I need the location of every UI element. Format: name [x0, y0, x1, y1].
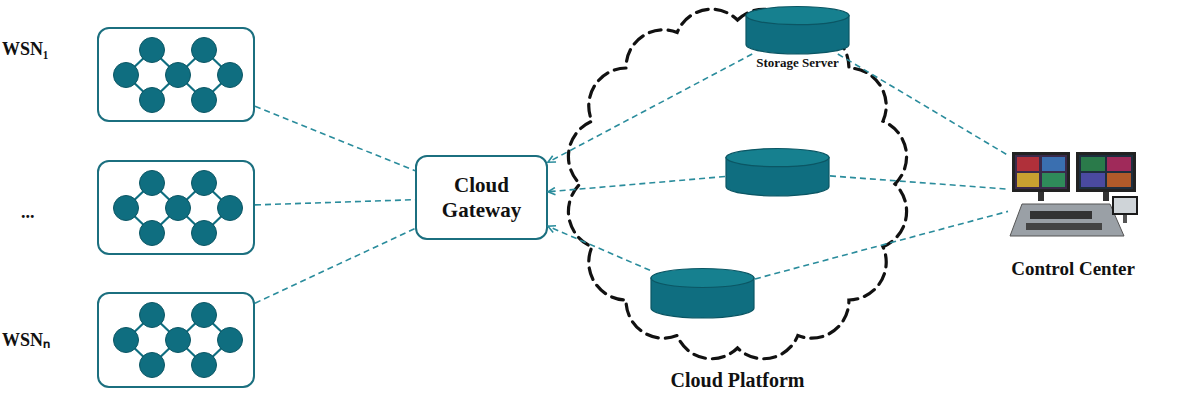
monitor: [1076, 152, 1136, 192]
screen-tile: [1107, 157, 1131, 171]
cylinder-top: [651, 269, 754, 288]
control-center-illustration: [1010, 152, 1138, 236]
cylinder-top: [726, 149, 829, 167]
dashed-connector: [255, 200, 415, 205]
dashed-connector: [548, 177, 725, 192]
screen-tile: [1017, 157, 1039, 171]
screen-tile: [1017, 173, 1039, 187]
monitor-stand: [1123, 215, 1127, 223]
storage-cylinder: Storage Server: [745, 6, 850, 54]
dashed-connector: [755, 211, 1008, 279]
screen-tile: [1081, 157, 1105, 171]
monitor-screen: [1015, 155, 1067, 189]
network-box: WSN₁: [97, 27, 255, 122]
sensor-network: [114, 303, 243, 378]
network-box: ...: [97, 160, 255, 255]
node-label: ...: [21, 202, 61, 223]
cylinder-shape: [650, 268, 755, 318]
network-box: WSNₙ: [97, 292, 255, 388]
network-box: Cloud Gateway: [415, 155, 548, 240]
sensor-network: [114, 38, 243, 113]
small-monitor-screen: [1114, 198, 1136, 213]
control-center-node: Control Center: [1008, 150, 1138, 238]
node-label: Cloud Gateway: [427, 173, 537, 221]
dashed-connector: [838, 54, 1008, 155]
node-label: WSNₙ: [2, 330, 90, 351]
node-label: Control Center: [973, 258, 1173, 280]
cloud-outline: [568, 9, 906, 358]
screen-tile: [1042, 173, 1065, 187]
monitor: [1012, 152, 1070, 192]
cylinder-shape: [725, 148, 830, 196]
storage-cylinder: [725, 148, 830, 196]
desk-keys: [1026, 223, 1102, 230]
dashed-connector: [255, 229, 415, 304]
desk-keys: [1030, 211, 1092, 219]
monitor-stand: [1103, 192, 1109, 201]
dashed-connector: [548, 226, 650, 270]
node-label: WSN₁: [2, 39, 90, 60]
storage-cylinder: [650, 268, 755, 318]
screen-tile: [1081, 173, 1105, 187]
control-desk: [1010, 204, 1124, 236]
screen-tile: [1042, 157, 1065, 171]
cylinder-shape: [745, 6, 850, 54]
cloud-platform-shape: Cloud PlatformStorage Server: [560, 0, 915, 368]
dashed-connector: [255, 106, 415, 170]
monitor-stand: [1038, 192, 1044, 201]
screen-tile: [1107, 173, 1131, 187]
sensor-network: [114, 171, 243, 246]
small-monitor: [1112, 196, 1138, 215]
monitor-screen: [1079, 155, 1133, 189]
node-label: Storage Server: [720, 56, 875, 71]
cylinder-top: [746, 7, 849, 25]
node-label: Cloud Platform: [615, 369, 860, 392]
dashed-connector: [548, 54, 752, 162]
dashed-connector: [830, 176, 1008, 189]
connectors: [255, 54, 1008, 303]
